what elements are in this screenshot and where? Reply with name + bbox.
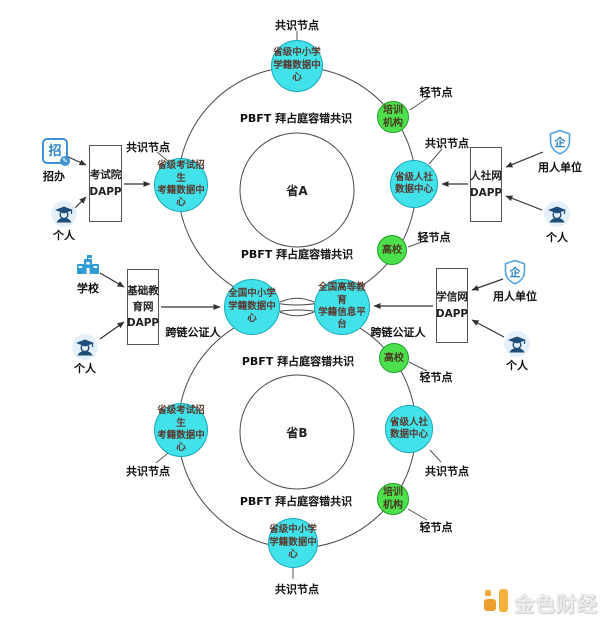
pbft-label-a-bottom: PBFT 拜占庭容错共识	[240, 248, 354, 261]
employer-shield-icon: 企	[546, 128, 574, 156]
cross-chain-link	[279, 297, 315, 317]
consensus-node-label-b-right: 共识节点	[425, 465, 469, 478]
node-college-a: 高校	[377, 235, 407, 265]
consensus-node-label-top: 共识节点	[275, 19, 319, 32]
consensus-node-label-a-right: 共识节点	[425, 137, 469, 150]
pbft-label-b-bottom: PBFT 拜占庭容错共识	[239, 495, 353, 508]
light-node-label-a-top: 轻节点	[419, 86, 453, 99]
admissions-office-label: 招办	[43, 170, 65, 183]
node-provincial-hr-data-center-b: 省级人社 数据中心	[385, 405, 433, 453]
consensus-node-label-bottom: 共识节点	[275, 583, 319, 596]
enterprise-glyph: 企	[509, 266, 521, 279]
node-national-primary-school-data-center: 全国中小学 学籍数据中心	[224, 279, 280, 335]
individual-graduate-icon	[71, 333, 99, 361]
school-label: 学校	[77, 282, 99, 295]
province-b-circle	[239, 374, 355, 490]
individual-label-mid-right: 个人	[506, 359, 528, 372]
province-b-label: 省B	[286, 426, 308, 440]
light-node-label-b-bottom: 轻节点	[419, 521, 453, 534]
cross-chain-notary-label-right: 跨链公证人	[370, 326, 426, 339]
edit-badge-icon: ✎	[60, 156, 70, 166]
employer-label-top-right: 用人单位	[538, 161, 582, 174]
flow-arrows	[65, 151, 544, 340]
individual-graduate-icon	[503, 330, 531, 358]
individual-graduate-icon	[543, 200, 571, 228]
node-national-higher-education-platform: 全国高等教育 学籍信息平台	[314, 279, 370, 335]
province-a-label: 省A	[286, 184, 308, 198]
pbft-label-a-top: PBFT 拜占庭容错共识	[239, 112, 353, 125]
node-provincial-hr-data-center-a: 省级人社 数据中心	[390, 160, 438, 208]
node-provincial-primary-school-data-center-a: 省级中小学 学籍数据中心	[271, 40, 323, 92]
individual-label-top-right: 个人	[546, 231, 568, 244]
node-training-institution-a: 培训 机构	[377, 101, 409, 133]
individual-label-top-left: 个人	[53, 229, 75, 242]
individual-graduate-icon	[50, 200, 78, 228]
node-provincial-primary-school-data-center-b: 省级中小学 学籍数据中心	[268, 518, 318, 568]
jinse-finance-wordmark: 金色财经	[514, 592, 598, 616]
dapp-basic-education-network: 基础教 育网 DAPP	[127, 269, 159, 345]
individual-label-mid-left: 个人	[74, 362, 96, 375]
admissions-office-icon: 招 ✎	[40, 137, 70, 166]
jinse-finance-watermark: 金色财经	[484, 588, 598, 616]
employer-shield-icon: 企	[501, 258, 529, 286]
consensus-node-label-b-left: 共识节点	[126, 465, 170, 478]
node-provincial-exam-enrollment-data-center-a: 省级考试招生 考籍数据中心	[154, 158, 208, 212]
cross-chain-notary-label-left: 跨链公证人	[165, 326, 221, 339]
employer-label-mid-right: 用人单位	[493, 290, 537, 303]
dapp-hr-network: 人社网 DAPP	[470, 147, 502, 222]
province-a-circle	[239, 132, 355, 248]
pbft-label-b-top: PBFT 拜占庭容错共识	[241, 355, 355, 368]
node-training-institution-b: 培训 机构	[377, 483, 409, 515]
dapp-exam-institute: 考试院 DAPP	[89, 145, 122, 222]
node-college-b: 高校	[379, 343, 409, 373]
admissions-office-glyph: 招	[48, 143, 62, 159]
light-node-label-b-top: 轻节点	[419, 371, 453, 384]
jinse-finance-logo-icon	[484, 589, 508, 613]
light-node-label-a-mid: 轻节点	[417, 231, 451, 244]
consensus-node-label-a-left: 共识节点	[126, 141, 170, 154]
dapp-xuexin-network: 学信网 DAPP	[436, 268, 468, 343]
node-provincial-exam-enrollment-data-center-b: 省级考试招生 考籍数据中心	[154, 403, 208, 457]
school-building-icon	[74, 252, 102, 280]
enterprise-glyph: 企	[554, 136, 566, 149]
